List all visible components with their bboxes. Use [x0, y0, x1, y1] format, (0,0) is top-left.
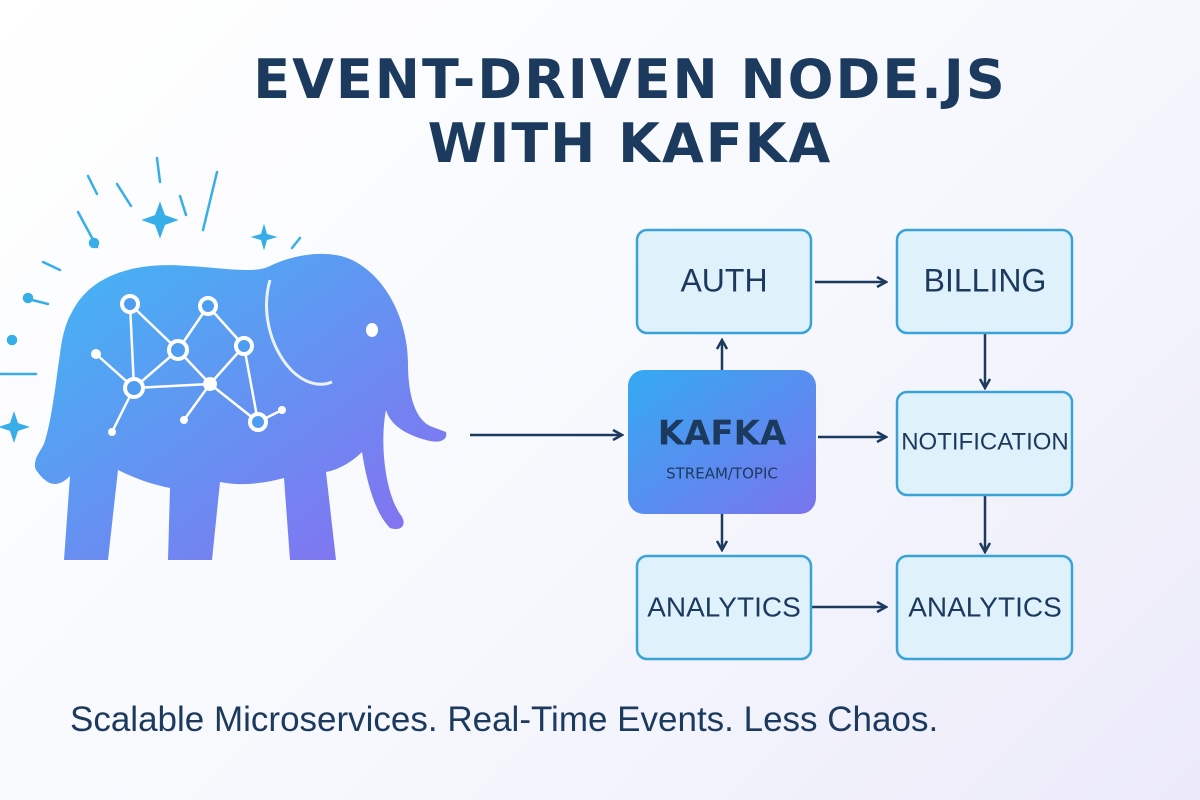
- kafka-hub-sublabel: STREAM/TOPIC: [666, 465, 778, 483]
- auth-service-node: AUTH: [635, 228, 813, 335]
- analytics-service-label-2: ANALYTICS: [908, 591, 1062, 622]
- title-line-1: EVENT-DRIVEN NODE.JS: [253, 48, 1007, 111]
- page-title: EVENT-DRIVEN NODE.JS WITH KAFKA: [190, 48, 1070, 176]
- auth-service-label: AUTH: [680, 262, 767, 298]
- analytics-service-node-2: ANALYTICS: [895, 554, 1074, 661]
- notification-service-node: NOTIFICATION: [895, 390, 1074, 497]
- analytics-service-label: ANALYTICS: [647, 591, 801, 622]
- analytics-service-node: ANALYTICS: [635, 554, 813, 661]
- title-line-2: WITH KAFKA: [427, 112, 833, 175]
- sparkles-icon: [0, 156, 302, 443]
- kafka-hub-label: KAFKA: [658, 414, 787, 454]
- tagline: Scalable Microservices. Real-Time Events…: [70, 700, 939, 739]
- elephant-icon: [34, 253, 447, 560]
- notification-service-label: NOTIFICATION: [901, 428, 1069, 455]
- kafka-hub-node: KAFKA STREAM/TOPIC: [628, 370, 816, 514]
- billing-service-node: BILLING: [895, 228, 1074, 335]
- billing-service-label: BILLING: [924, 262, 1047, 298]
